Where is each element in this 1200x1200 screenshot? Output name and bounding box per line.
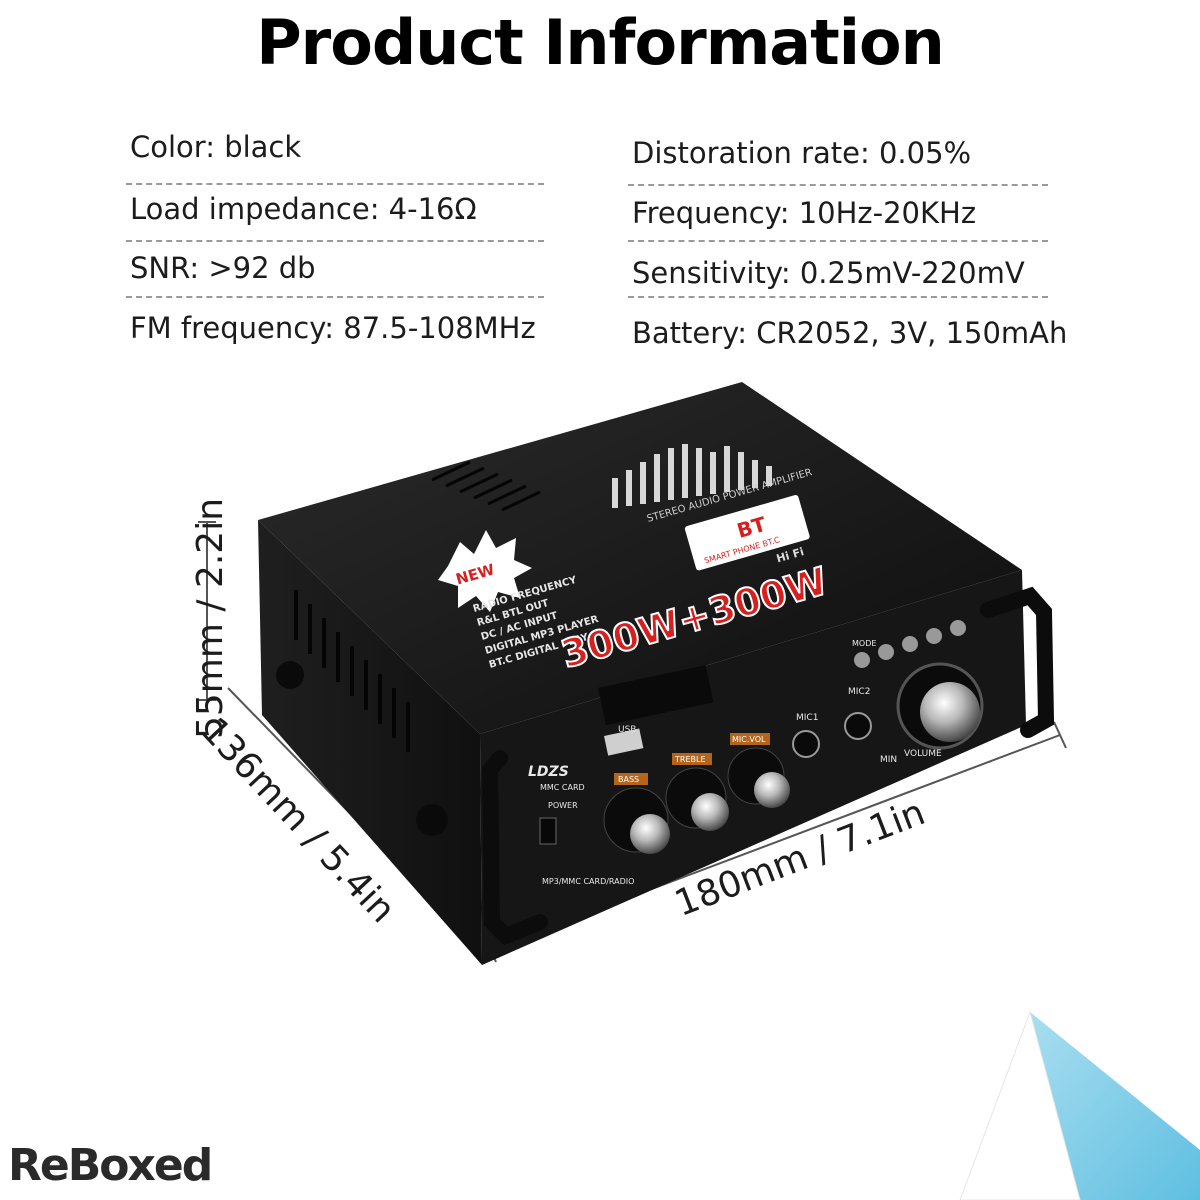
divider (628, 296, 1048, 298)
mic1-jack (792, 730, 820, 758)
spec-color: Color: black (130, 130, 302, 164)
svg-text:TREBLE: TREBLE (674, 755, 706, 764)
svg-text:MODE: MODE (852, 639, 876, 648)
spec-fm-frequency: FM frequency: 87.5-108MHz (130, 311, 536, 345)
svg-text:MP3/MMC CARD/RADIO: MP3/MMC CARD/RADIO (542, 877, 634, 886)
divider (628, 184, 1048, 186)
svg-text:VOLUME: VOLUME (904, 749, 942, 759)
mic2-jack (844, 712, 872, 740)
svg-text:POWER: POWER (548, 801, 578, 810)
equalizer-graphic (612, 444, 772, 508)
divider (628, 240, 1048, 242)
divider (126, 296, 544, 298)
svg-text:BASS: BASS (618, 775, 639, 784)
top-vents (431, 460, 541, 512)
mic-vol-knob (754, 772, 790, 808)
svg-text:USB: USB (618, 725, 636, 735)
svg-text:MIC.VOL: MIC.VOL (732, 735, 766, 744)
spec-frequency: Frequency: 10Hz-20KHz (632, 196, 977, 230)
svg-text:MIN: MIN (880, 755, 897, 765)
volume-knob (920, 682, 980, 742)
spec-distortion: Distoration rate: 0.05% (632, 136, 972, 170)
spec-sensitivity: Sensitivity: 0.25mV-220mV (632, 256, 1025, 290)
treble-knob (691, 793, 729, 831)
usb-port (604, 728, 644, 756)
spec-battery: Battery: CR2052, 3V, 150mAh (632, 316, 1068, 350)
svg-text:LDZS: LDZS (528, 764, 569, 780)
divider (126, 240, 544, 242)
reboxed-logo: ReBoxed (8, 1140, 213, 1191)
new-badge: NEW (438, 530, 532, 612)
side-vents (294, 590, 410, 752)
page-title: Product Information (256, 6, 945, 79)
spec-snr: SNR: >92 db (130, 251, 316, 285)
svg-text:MMC CARD: MMC CARD (540, 783, 585, 792)
svg-text:MIC2: MIC2 (848, 687, 870, 697)
bass-knob (630, 814, 670, 854)
page-curl (959, 1010, 1200, 1200)
power-switch (539, 817, 557, 845)
divider (126, 183, 544, 185)
spec-load-impedance: Load impedance: 4-16Ω (130, 192, 477, 226)
handles (481, 586, 1055, 946)
height-label: 55mm / 2.2in (190, 497, 232, 740)
svg-text:MIC1: MIC1 (796, 713, 818, 723)
front-panel: USB LDZS MMC CARD POWER MP3/MMC CARD/RAD… (528, 620, 984, 886)
